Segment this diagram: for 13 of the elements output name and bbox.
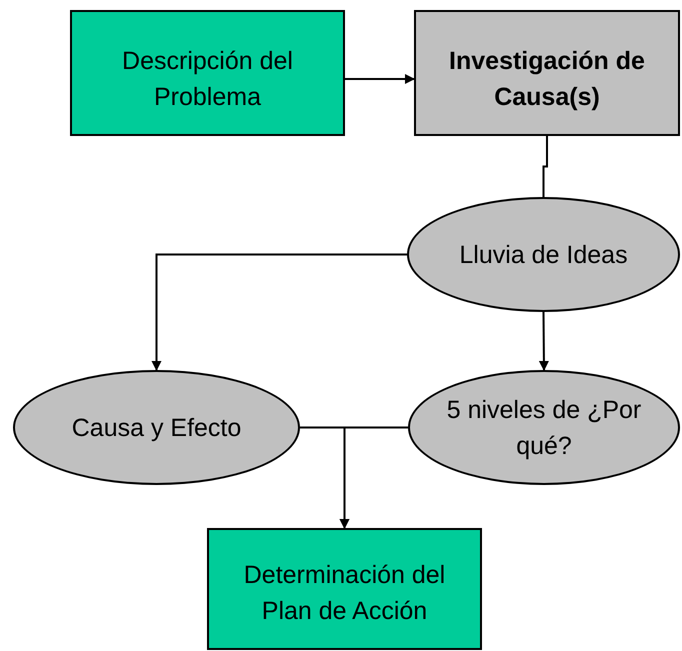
arrow (340, 426, 408, 529)
node-label: 5 niveles de ¿Por qué? (446, 394, 642, 462)
node-label: Descripción del Problema (121, 46, 294, 113)
arrow (538, 312, 549, 371)
arrow (152, 254, 407, 371)
process-box (207, 528, 482, 650)
process-box (70, 10, 345, 136)
node-label: Lluvia de Ideas (458, 240, 629, 270)
node-label: Determinación del Plan de Acción (242, 560, 446, 627)
node-label: Investigación de Causa(s) (448, 46, 646, 113)
process-box (414, 10, 680, 136)
arrow (345, 74, 415, 84)
node-label: Causa y Efecto (70, 412, 242, 444)
